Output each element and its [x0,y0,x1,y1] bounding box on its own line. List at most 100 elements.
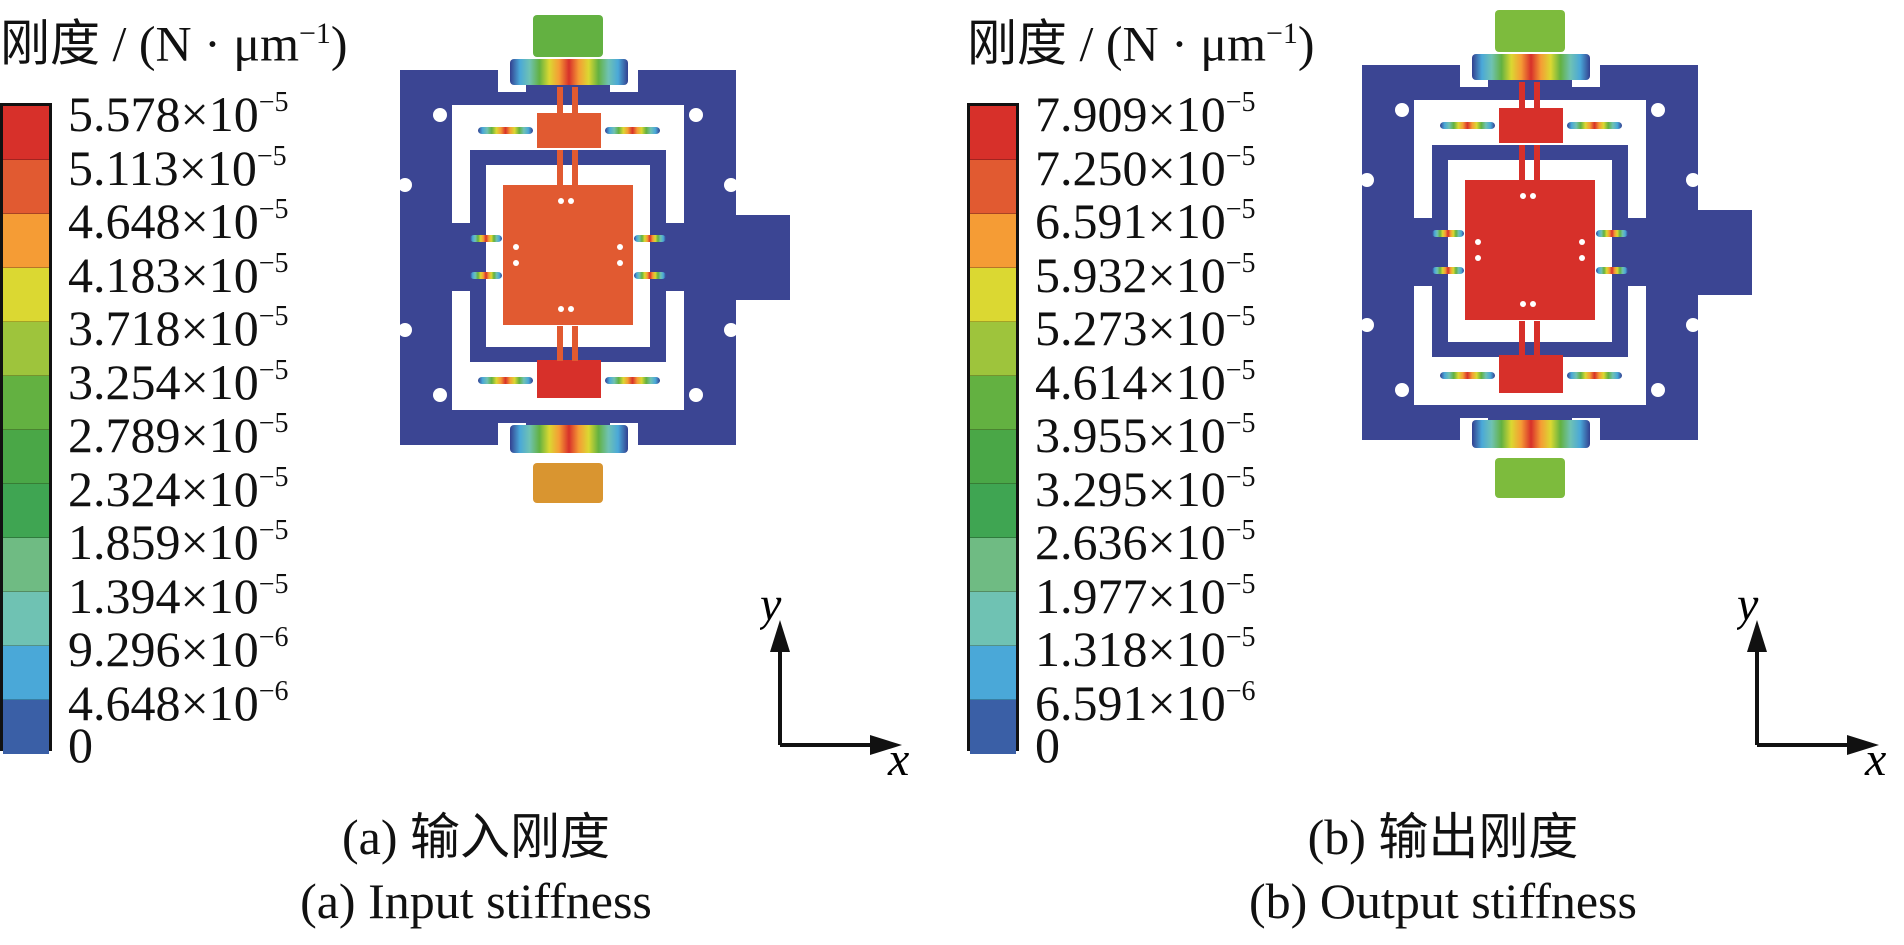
mounting-hole [1362,173,1374,187]
colorbar-swatch [3,592,49,646]
stage-hole [558,198,564,204]
colorbar-tick-label: 1.859×10−5 [68,514,289,570]
axis-label-x: x [887,733,909,780]
stage-hole [1520,193,1526,199]
left-lug [1362,210,1370,295]
right-lug [730,215,790,300]
colorbar-tick-label: 1.394×10−5 [68,567,289,624]
flexure-beam [634,272,666,279]
left-lug [400,215,408,300]
mounting-hole [1651,383,1665,397]
colorbar-tick-label: 4.614×10−5 [1035,353,1256,410]
colorbar-swatch [3,700,49,754]
flexure-beam [1440,372,1495,379]
mounting-hole [1686,173,1700,187]
mounting-hole [433,108,447,122]
stage-link [1534,321,1540,356]
top-tab [533,15,603,57]
mounting-hole [724,323,738,337]
flexure-beam [1432,267,1464,274]
colorbar-tick-label: 3.718×10−5 [68,300,289,356]
caption-english: (a) Input stiffness [300,873,652,929]
colorbar-tick-label: 2.324×10−5 [68,460,289,517]
colorbar-swatch [970,484,1016,538]
stage-hole [617,260,623,266]
colorbar-swatch [970,700,1016,754]
axis-label-y: y [760,590,782,631]
colorbar-swatch [3,484,49,538]
colorbar-unit-label: 刚度 / (N · μm−1) [0,15,348,72]
bottom-flexure-bridge [1472,420,1590,448]
flexure-beam [470,235,502,242]
colorbar-tick-label: 7.909×10−5 [1035,86,1256,142]
caption-chinese: (b) 输出刚度 [1307,809,1579,865]
flexure-beam [634,235,666,242]
left-block [1402,218,1432,286]
right-block [1628,218,1658,286]
vertical-link [1519,82,1525,110]
colorbar-tick-label: 1.977×10−5 [1035,567,1256,624]
stage-hole [558,306,564,312]
flexure-beam [478,127,533,134]
stage-link [1519,321,1525,356]
colorbar-tick-label: 2.636×10−5 [1035,514,1256,570]
mounting-hole [1395,103,1409,117]
mounting-hole [724,178,738,192]
top-flexure-bridge [1472,54,1590,80]
flexure-beam [605,377,660,384]
colorbar-unit-label: 刚度 / (N · μm−1) [967,15,1315,72]
mounting-hole [689,388,703,402]
stage-link [1519,145,1525,180]
axis-label-y: y [1737,590,1759,631]
lower-block [1499,355,1563,393]
colorbar-swatch [970,106,1016,160]
colorbar-swatch [970,646,1016,700]
stage-hole [1530,301,1536,307]
colorbar-swatch [3,322,49,376]
caption-chinese: (a) 输入刚度 [342,809,610,865]
flexure-beam [1567,372,1622,379]
caption-english: (b) Output stiffness [1249,873,1637,929]
upper-block [537,113,601,148]
colorbar-tick-label: 3.295×10−5 [1035,460,1256,517]
flexure-beam [1567,122,1622,129]
flexure-beam [1596,230,1628,237]
colorbar-tick-label: 4.648×10−5 [68,193,289,249]
stage-hole [568,306,574,312]
colorbar-swatch [970,376,1016,430]
stage-hole [1475,255,1481,261]
vertical-link [1534,82,1540,110]
colorbar-tick-label: 0 [1035,717,1060,773]
flexure-beam [1596,267,1628,274]
stage-hole [568,198,574,204]
colorbar-swatch [3,376,49,430]
stage-hole [513,260,519,266]
colorbar-swatch [3,538,49,592]
central-stage [503,185,633,325]
right-block [666,223,696,291]
colorbar-tick-label: 5.113×10−5 [68,139,287,196]
stage-hole [513,244,519,250]
stage-hole [1530,193,1536,199]
colorbar-swatch [970,322,1016,376]
colorbar-swatch [970,538,1016,592]
stiffness-contour-model [1362,10,1752,498]
colorbar [967,103,1019,754]
colorbar-tick-label: 1.318×10−5 [1035,621,1256,677]
mounting-hole [1362,318,1374,332]
colorbar-tick-label: 5.578×10−5 [68,86,289,142]
colorbar-tick-label: 6.591×10−5 [1035,193,1256,249]
mounting-hole [400,323,412,337]
bottom-tab [533,463,603,503]
axis-label-x: x [1864,733,1886,780]
stage-hole [1579,239,1585,245]
stage-hole [617,244,623,250]
stage-hole [1520,301,1526,307]
colorbar-tick-label: 5.273×10−5 [1035,300,1256,356]
flexure-beam [470,272,502,279]
top-flexure-bridge [510,59,628,85]
mounting-hole [1395,383,1409,397]
central-stage [1465,180,1595,320]
vertical-link [572,87,578,115]
